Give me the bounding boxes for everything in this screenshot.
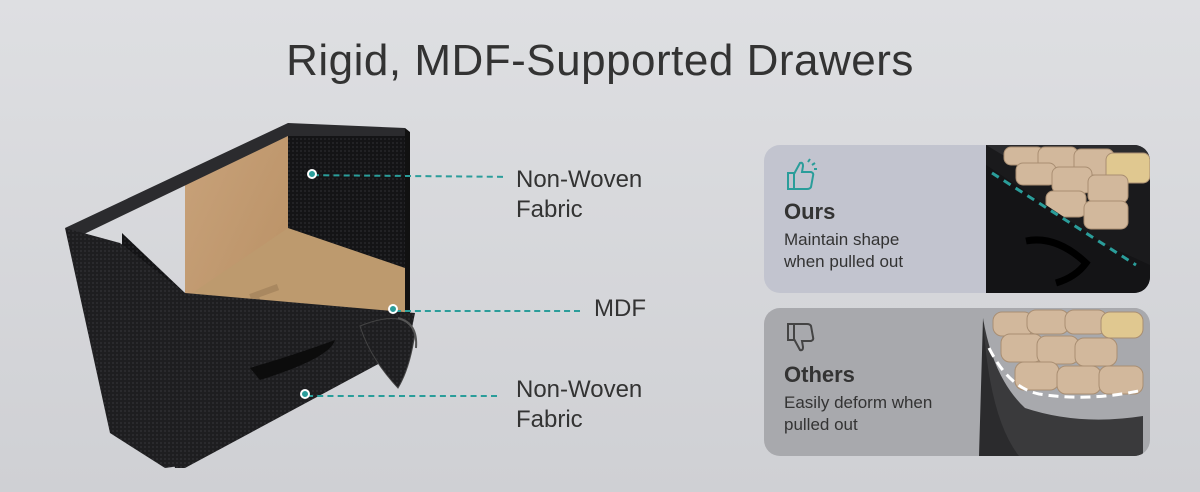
ours-drawer-photo [986, 145, 1150, 293]
callout-line-middle [395, 310, 580, 312]
others-heading: Others [784, 362, 855, 387]
callout-line-bottom [307, 395, 497, 397]
ours-heading: Ours [784, 199, 836, 224]
ours-card: Ours Maintain shape when pulled out [764, 145, 1150, 293]
thumbs-up-icon [787, 158, 817, 190]
others-desc-line2: pulled out [784, 415, 858, 434]
callout-dot-top [307, 169, 317, 179]
callout-label-top: Non-Woven Fabric [516, 165, 642, 225]
callout-bottom-line1: Non-Woven [516, 376, 643, 403]
callout-top-line2: Fabric [516, 196, 583, 223]
callout-dot-middle [388, 304, 398, 314]
others-desc-line1: Easily deform when [784, 393, 933, 412]
others-card: Others Easily deform when pulled out [764, 308, 1150, 456]
thumbs-down-icon [787, 323, 815, 352]
callout-label-bottom: Non-Woven Fabric [516, 375, 642, 435]
callout-label-middle: MDF [594, 295, 646, 322]
callout-top-line1: Non-Woven [516, 166, 643, 193]
ours-desc-line2: when pulled out [784, 252, 904, 271]
page-title: Rigid, MDF-Supported Drawers [286, 36, 914, 85]
storage-box-svg: MDF [65, 123, 418, 468]
others-drawer-photo [979, 308, 1144, 456]
callout-dot-bottom [300, 389, 310, 399]
callout-bottom-line2: Fabric [516, 406, 583, 433]
ours-description: Maintain shape when pulled out [784, 229, 984, 273]
ours-desc-line1: Maintain shape [784, 230, 900, 249]
others-description: Easily deform when pulled out [784, 392, 984, 436]
storage-box-illustration: MDF [60, 118, 520, 478]
